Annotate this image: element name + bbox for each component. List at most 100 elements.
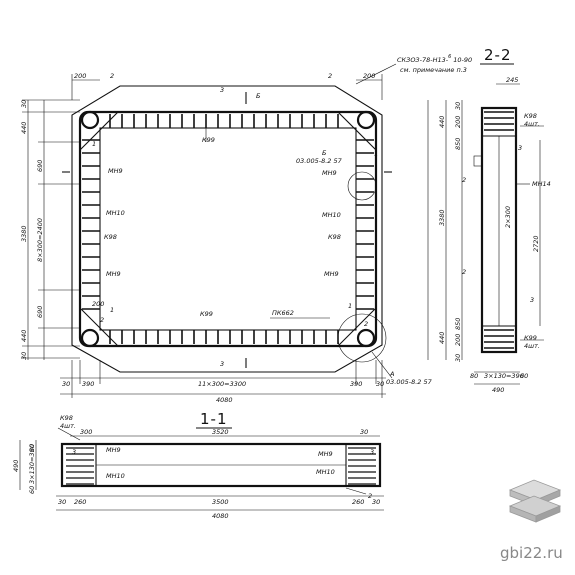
dim-label: 200	[454, 116, 462, 128]
cut-label-b: Б	[256, 92, 261, 100]
dim-label: 30	[376, 380, 384, 388]
stirrup-group	[82, 114, 374, 344]
dim-label: 3500	[212, 498, 229, 506]
dim-label: 850	[454, 318, 462, 330]
mark-label: 2	[100, 316, 104, 324]
dim-label: 260	[74, 498, 86, 506]
corner-bar	[79, 111, 119, 151]
bar-group	[484, 111, 514, 349]
corner-bar	[337, 111, 377, 151]
corner-knot	[356, 328, 376, 348]
dim-label: 30	[62, 380, 70, 388]
section-1-1: 1-1 К98 4шт. 300 3520 30 МН9 МН9 3 3 МН1…	[12, 410, 384, 520]
dim-label: 30	[360, 428, 368, 436]
mark-label: 2	[462, 176, 466, 184]
dim-label: 490	[12, 460, 20, 472]
bar-mark-k98: К98	[524, 112, 537, 120]
dim-label-total: 490	[492, 386, 504, 394]
mark-label: 3	[220, 360, 224, 368]
bar-count: 4шт.	[524, 120, 540, 128]
mark-label: 3	[370, 448, 374, 456]
mark-label: 1	[92, 140, 96, 148]
node-label-b: Б	[322, 149, 327, 157]
dim-label-total: 4080	[212, 512, 229, 520]
dim-label: 2720	[532, 235, 540, 252]
corner-knot	[80, 328, 100, 348]
dim-label: 60	[520, 372, 528, 380]
dim-label: 2×300	[504, 206, 512, 228]
note-superscript: 6	[448, 54, 451, 60]
dim-label: 200	[92, 300, 104, 308]
section-insert	[473, 155, 483, 167]
dim-label: 30	[20, 352, 28, 360]
dim-label: 3×130=390	[484, 372, 524, 380]
mesh-mark: МН9	[108, 167, 123, 175]
bar-mark-k99: К99	[200, 310, 213, 318]
bar-mark-k98: К98	[104, 233, 117, 241]
mesh-mark: МН9	[106, 270, 121, 278]
leader-node-a	[371, 351, 393, 379]
node-ref-b: 03.005-8.2 57	[296, 157, 343, 165]
section-2-2: 2-2 245 К98 4шт. 30 200 440 850 3 2 МН14…	[427, 46, 551, 394]
dim-label: 30	[454, 354, 462, 362]
note-tail: 10-90	[453, 56, 472, 64]
corner-bar	[337, 307, 377, 347]
callout-node-b	[347, 171, 377, 201]
mesh-mark: МН10	[106, 209, 125, 217]
note-text: см. примечание п.3	[400, 66, 467, 74]
mark-label: 2	[368, 492, 372, 500]
dim-label: 440	[438, 332, 446, 344]
mark-label: 3	[530, 296, 534, 304]
mesh-mark: МН10	[106, 472, 125, 480]
mark-label: 3	[220, 86, 224, 94]
node-ref-a: 03.005-8.2 57	[386, 378, 433, 386]
leader-mark-2	[345, 487, 367, 495]
dim-label: 3380	[20, 225, 28, 242]
bar-count: 4шт.	[60, 422, 76, 430]
mark-label: 1	[110, 306, 114, 314]
outer-hoop-bar	[71, 85, 383, 373]
dim-label: 11×300=3300	[198, 380, 246, 388]
mark-label: 1	[374, 150, 378, 158]
bar-count: 4шт.	[524, 342, 540, 350]
mesh-mark: МН14	[532, 180, 551, 188]
mesh-mark: МН9	[318, 450, 333, 458]
dim-label: 30	[454, 102, 462, 110]
dim-label: 440	[20, 122, 28, 134]
dim-label: 245	[506, 76, 518, 84]
opening-frame	[99, 127, 357, 331]
dim-label: 30	[58, 498, 66, 506]
mark-label: 2	[462, 268, 466, 276]
note-mark: СКЗОЗ-78-Н13-	[397, 56, 449, 64]
dim-label: 690	[36, 160, 44, 172]
mesh-mark: МН10	[316, 468, 335, 476]
section-title: 1-1	[200, 410, 228, 428]
dim-label: 390	[350, 380, 362, 388]
dim-label: 390	[82, 380, 94, 388]
section-outline	[480, 106, 518, 354]
section-outline	[60, 442, 382, 488]
dim-label: 60	[28, 486, 36, 494]
dim-label: 200	[454, 334, 462, 346]
leader-k98	[57, 427, 81, 441]
logo-slab-front	[535, 505, 561, 523]
leader-note	[355, 63, 397, 85]
mesh-mark: МН9	[322, 169, 337, 177]
dim-label: 3520	[212, 428, 229, 436]
dim-label-total: 4080	[216, 396, 233, 404]
mark-label: 2	[364, 320, 368, 328]
dim-label: 690	[36, 306, 44, 318]
inner-frame	[78, 110, 378, 348]
dim-label: 200	[363, 72, 375, 80]
dim-label: 260	[352, 498, 364, 506]
dim-label: 850	[454, 138, 462, 150]
mark-label: 2	[110, 72, 114, 80]
node-label-a: А	[389, 370, 394, 378]
mark-label: 1	[348, 302, 352, 310]
corner-knot	[80, 110, 100, 130]
bar-mark-k99: К99	[524, 334, 537, 342]
dim-label: 3×130=390	[28, 444, 36, 484]
dim-label: 80	[470, 372, 478, 380]
